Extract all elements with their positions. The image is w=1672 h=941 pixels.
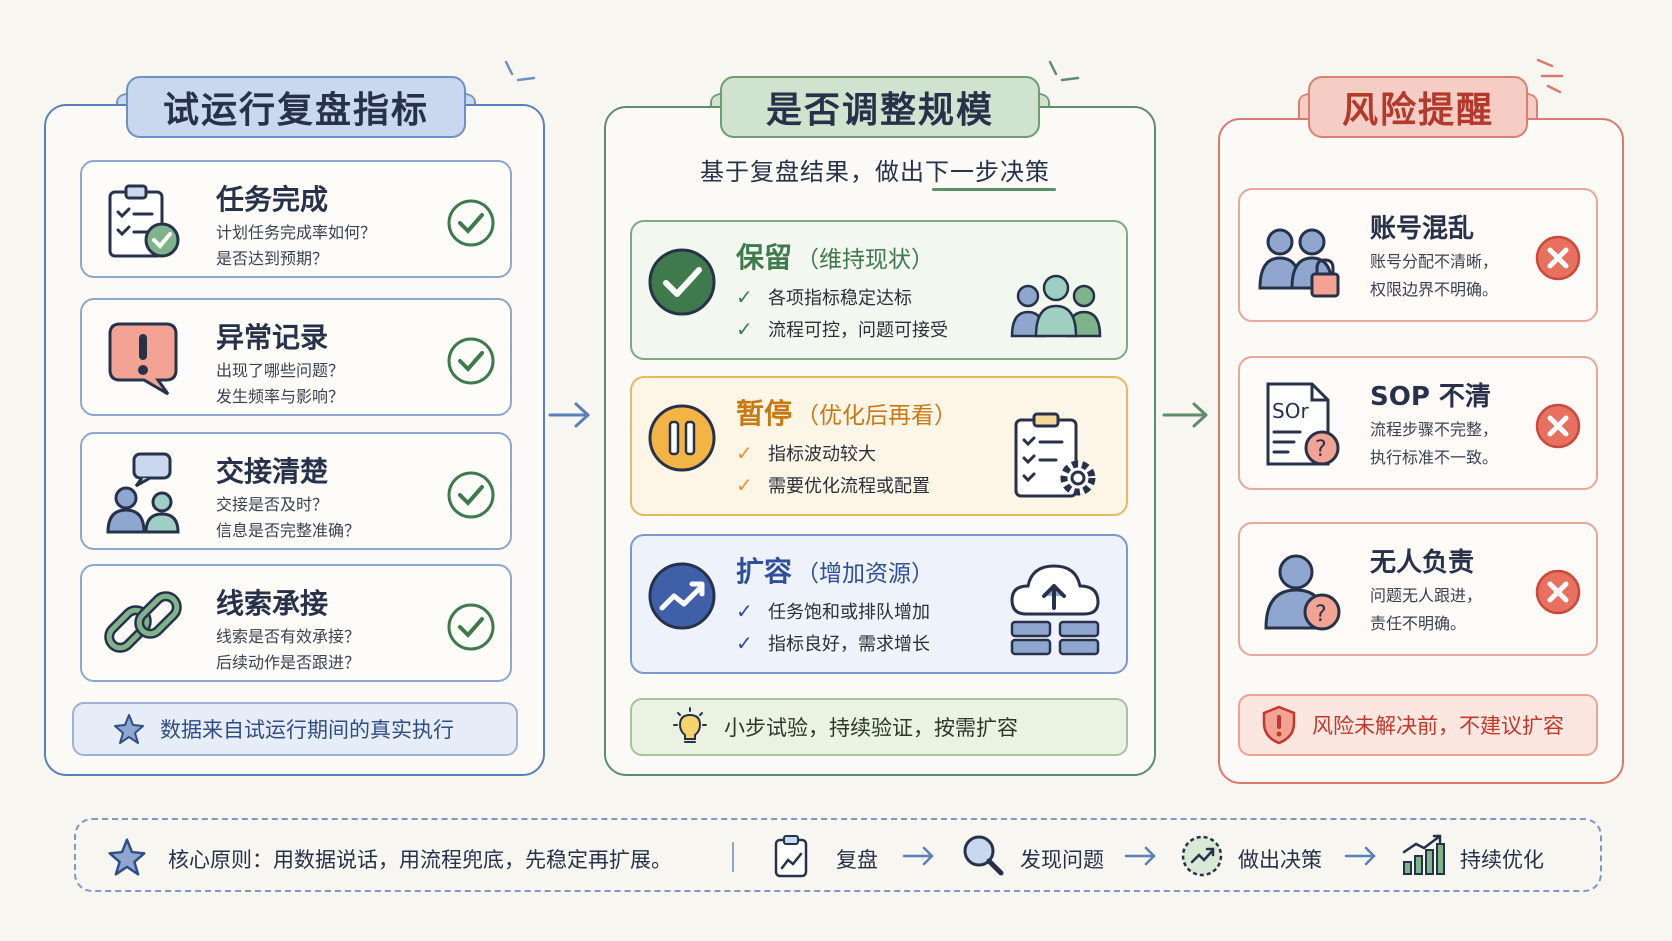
step-make-decision: 做出决策: [1238, 848, 1322, 872]
option-pause: 暂停（优化后再看） ✓指标波动较大 ✓需要优化流程或配置: [630, 376, 1128, 516]
alert-bubble-icon: [108, 322, 178, 396]
risk-title: 账号混乱: [1370, 214, 1475, 244]
close-circle-icon: [1535, 403, 1581, 449]
metric-card-handover: 交接清楚 交接是否及时？信息是否完整准确？: [80, 432, 512, 550]
scale-decision-title: 是否调整规模: [720, 76, 1040, 138]
metric-desc: 计划任务完成率如何？是否达到预期？: [216, 223, 377, 268]
metric-title: 线索承接: [216, 587, 329, 620]
risk-desc: 问题无人跟进，责任不明确。: [1370, 586, 1483, 633]
metric-card-task-completion: 任务完成 计划任务完成率如何？是否达到预期？: [80, 160, 512, 278]
risk-card-no-owner: ? 无人负责 问题无人跟进，责任不明确。: [1238, 522, 1598, 656]
arrow-right-icon: [1344, 846, 1376, 866]
shield-alert-icon: [1262, 705, 1296, 745]
option-expand: 扩容（增加资源） ✓任务饱和或排队增加 ✓指标良好，需求增长: [630, 534, 1128, 674]
option-bullet: ✓流程可控，问题可接受: [736, 317, 948, 341]
arrow-right-icon: [548, 402, 590, 428]
risk-reminder-title: 风险提醒: [1308, 76, 1528, 138]
arrow-right-icon: [1124, 846, 1156, 866]
option-title: 扩容（增加资源）: [736, 555, 935, 588]
risk-desc: 账号分配不清晰，权限边界不明确。: [1370, 252, 1499, 299]
metric-title: 异常记录: [216, 321, 329, 354]
svg-text:?: ?: [1315, 437, 1327, 462]
svg-text:?: ?: [1315, 602, 1327, 627]
risk-warning-note: 风险未解决前，不建议扩容: [1238, 694, 1598, 756]
sparkle-icon: [504, 60, 536, 82]
metric-card-exception-log: 异常记录 出现了哪些问题？发生频率与影响？: [80, 298, 512, 416]
document-question-icon: SOr ?: [1266, 382, 1340, 466]
growth-chart-icon: [1402, 834, 1445, 875]
team-icon: [1010, 274, 1102, 338]
check-badge-icon: [648, 248, 716, 316]
trend-up-icon: [648, 562, 716, 630]
sparkle-icon: [1048, 60, 1080, 82]
check-circle-icon: [447, 199, 495, 247]
core-principle-bar: 核心原则：用数据说话，用流程兜底，先稳定再扩展。 复盘 发现问题 做出决策 持续…: [74, 818, 1602, 892]
account-lock-icon: [1258, 228, 1340, 298]
metric-desc: 线索是否有效承接？后续动作是否跟进？: [216, 627, 361, 672]
step-review: 复盘: [836, 848, 878, 872]
arrow-right-icon: [902, 846, 934, 866]
star-icon: [108, 838, 146, 876]
magnifier-icon: [963, 835, 1004, 876]
decision-subtitle: 基于复盘结果，做出下一步决策: [700, 158, 1050, 186]
metric-card-lead-followup: 线索承接 线索是否有效承接？后续动作是否跟进？: [80, 564, 512, 682]
step-find-issues: 发现问题: [1020, 848, 1104, 872]
people-chat-icon: [106, 452, 180, 534]
check-circle-icon: [447, 471, 495, 519]
core-principle-text: 核心原则：用数据说话，用流程兜底，先稳定再扩展。: [168, 848, 672, 872]
arrow-right-icon: [1162, 402, 1208, 428]
option-title: 暂停（优化后再看）: [736, 397, 958, 430]
step-continuous-optimize: 持续优化: [1460, 848, 1544, 872]
metric-desc: 交接是否及时？信息是否完整准确？: [216, 495, 361, 540]
option-bullet: ✓任务饱和或排队增加: [736, 599, 930, 623]
metric-desc: 出现了哪些问题？发生频率与影响？: [216, 361, 345, 406]
clipboard-chart-icon: [774, 835, 808, 878]
risk-title: 无人负责: [1370, 548, 1475, 578]
option-bullet: ✓指标波动较大: [736, 441, 876, 465]
doc-text: SOr: [1272, 399, 1309, 423]
check-circle-icon: [447, 337, 495, 385]
checklist-gear-icon: [1014, 412, 1096, 498]
review-metrics-title: 试运行复盘指标: [126, 76, 466, 138]
star-icon: [114, 714, 144, 744]
divider: [732, 842, 734, 872]
close-circle-icon: [1535, 569, 1581, 615]
metric-title: 任务完成: [216, 183, 329, 216]
chain-link-icon: [104, 591, 182, 653]
strategy-note: 小步试验，持续验证，按需扩容: [630, 698, 1128, 756]
risk-title: SOP 不清: [1370, 382, 1491, 412]
metric-title: 交接清楚: [216, 455, 329, 488]
risk-desc: 流程步骤不完整，执行标准不一致。: [1370, 420, 1499, 467]
option-bullet: ✓指标良好，需求增长: [736, 631, 930, 655]
sparkle-icon: [1536, 58, 1564, 94]
decision-icon: [1181, 835, 1223, 877]
risk-card-sop-unclear: SOr ? SOP 不清 流程步骤不完整，执行标准不一致。: [1238, 356, 1598, 490]
person-question-icon: ?: [1264, 554, 1341, 631]
risk-card-account-chaos: 账号混乱 账号分配不清晰，权限边界不明确。: [1238, 188, 1598, 322]
option-bullet: ✓需要优化流程或配置: [736, 473, 930, 497]
cloud-server-icon: [1010, 564, 1100, 656]
close-circle-icon: [1535, 235, 1581, 281]
option-keep: 保留（维持现状） ✓各项指标稳定达标 ✓流程可控，问题可接受: [630, 220, 1128, 360]
subtitle-underline: [932, 188, 1056, 191]
data-source-note: 数据来自试运行期间的真实执行: [72, 702, 518, 756]
option-title: 保留（维持现状）: [736, 241, 935, 274]
lightbulb-icon: [673, 707, 707, 743]
check-circle-icon: [447, 603, 495, 651]
clipboard-check-icon: [108, 184, 180, 258]
pause-icon: [648, 404, 716, 472]
option-bullet: ✓各项指标稳定达标: [736, 285, 912, 309]
